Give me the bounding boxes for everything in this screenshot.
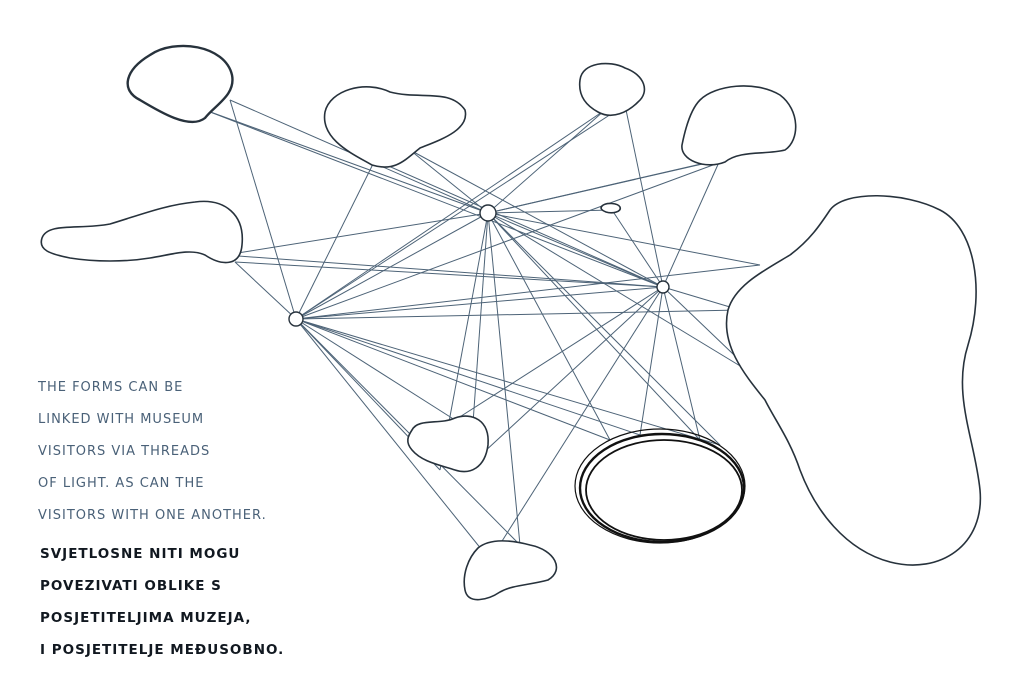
form-top-right bbox=[681, 85, 797, 166]
annotation-line: of light. As can the bbox=[38, 476, 205, 491]
light-thread bbox=[662, 286, 701, 441]
visitor-node-left bbox=[288, 311, 304, 327]
light-thread bbox=[487, 212, 521, 546]
light-thread bbox=[295, 318, 456, 421]
light-thread bbox=[204, 109, 664, 288]
annotation-line: The forms can be bbox=[38, 380, 184, 395]
light-thread bbox=[295, 309, 741, 320]
light-thread bbox=[295, 318, 521, 546]
light-thread bbox=[624, 104, 664, 288]
light-thread bbox=[662, 159, 721, 288]
form-small-middle bbox=[407, 415, 489, 473]
light-thread bbox=[224, 254, 664, 288]
light-thread bbox=[224, 212, 489, 256]
light-thread bbox=[487, 212, 701, 441]
annotation-line: linked with museum bbox=[38, 412, 205, 427]
light-thread bbox=[487, 212, 761, 266]
form-top-left bbox=[126, 44, 234, 124]
light-thread bbox=[295, 318, 641, 436]
light-thread bbox=[487, 212, 756, 376]
english-annotation: The forms can be linked with museum visi… bbox=[38, 372, 267, 532]
annotation-line: Svjetlosne niti mogu bbox=[40, 546, 241, 562]
light-thread bbox=[611, 209, 664, 288]
light-thread bbox=[295, 264, 761, 320]
annotation-line: visitors with one another. bbox=[38, 508, 267, 523]
annotation-line: posjetiteljima muzeja, bbox=[40, 610, 252, 626]
light-thread bbox=[487, 209, 613, 214]
light-thread bbox=[487, 212, 721, 446]
light-thread bbox=[487, 109, 606, 214]
form-wavy-left bbox=[40, 200, 244, 264]
light-thread bbox=[409, 149, 489, 214]
light-thread bbox=[295, 286, 664, 320]
light-thread bbox=[295, 154, 741, 320]
form-top-center bbox=[323, 86, 467, 168]
light-thread bbox=[295, 159, 376, 320]
light-thread bbox=[454, 286, 664, 421]
light-thread bbox=[229, 99, 297, 320]
form-oval-bold bbox=[574, 428, 746, 544]
light-thread bbox=[295, 109, 606, 320]
light-thread bbox=[639, 286, 664, 436]
light-thread bbox=[295, 318, 721, 446]
light-threads bbox=[204, 99, 761, 561]
visitor-node-right bbox=[656, 280, 670, 294]
annotation-line: visitors via threads bbox=[38, 444, 211, 459]
light-thread bbox=[295, 318, 491, 561]
light-thread bbox=[295, 318, 611, 441]
light-thread bbox=[234, 261, 297, 320]
form-top-right-small bbox=[578, 62, 646, 117]
visitor-node-top bbox=[479, 204, 497, 222]
croatian-annotation: Svjetlosne niti mogu povezivati oblike s… bbox=[40, 538, 284, 666]
form-bottom-small bbox=[463, 540, 558, 601]
light-thread bbox=[374, 159, 664, 288]
light-thread bbox=[409, 149, 664, 288]
light-thread bbox=[469, 286, 664, 466]
light-thread bbox=[295, 212, 489, 320]
light-thread bbox=[489, 286, 664, 561]
annotation-line: i posjetitelje međusobno. bbox=[40, 642, 285, 658]
annotation-line: povezivati oblike s bbox=[40, 578, 222, 594]
light-thread bbox=[662, 286, 741, 311]
light-thread bbox=[295, 104, 626, 320]
form-dot-small bbox=[600, 202, 622, 214]
light-thread bbox=[234, 261, 664, 288]
form-large-right bbox=[725, 194, 982, 566]
light-thread bbox=[487, 212, 664, 288]
light-thread bbox=[487, 154, 741, 214]
light-thread bbox=[204, 109, 489, 214]
